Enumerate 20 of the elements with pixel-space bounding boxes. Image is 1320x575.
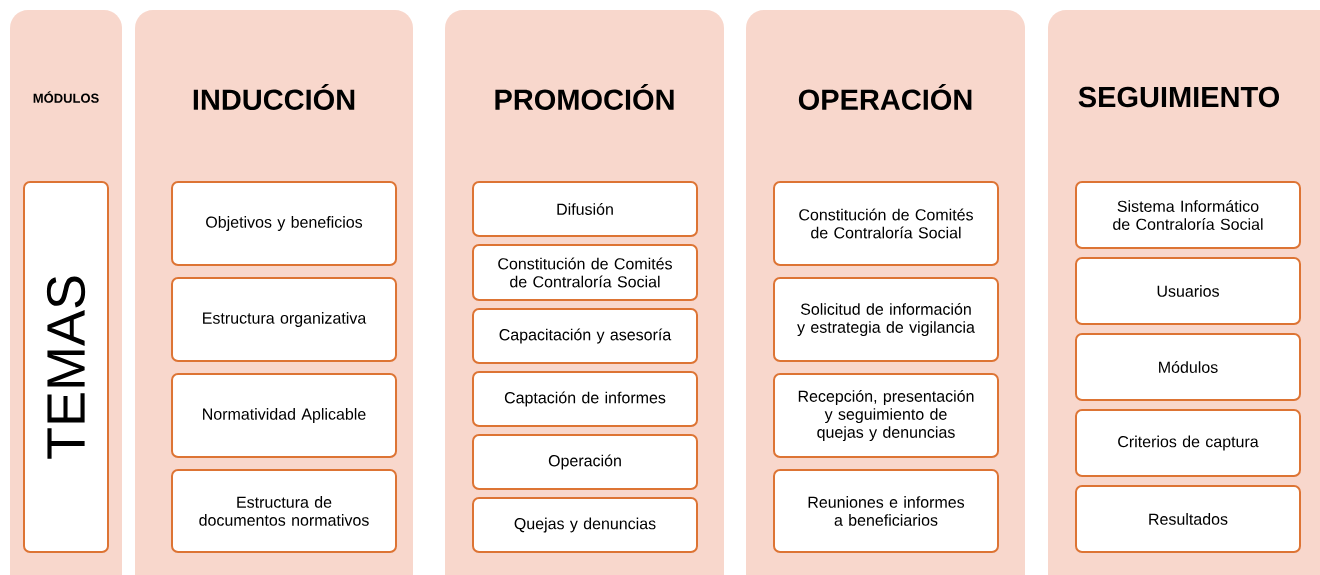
topic-box: Usuarios [1075, 257, 1301, 325]
topic-box: Constitución de Comités de Contraloría Social [773, 181, 999, 266]
topic-box: Operación [472, 434, 698, 490]
topic-box: Módulos [1075, 333, 1301, 401]
topic-box: Criterios de captura [1075, 409, 1301, 477]
topic-box: Captación de informes [472, 371, 698, 427]
topic-box: Capacitación y asesoría [472, 308, 698, 364]
topic-box: Constitución de Comités de Contraloría Social [472, 244, 698, 301]
topic-box: TEMAS [23, 181, 109, 553]
topic-box: Sistema Informático de Contraloría Social [1075, 181, 1301, 249]
topic-box: Normatividad Aplicable [171, 373, 397, 458]
topic-box: Estructura de documentos normativos [171, 469, 397, 553]
topic-box: Objetivos y beneficios [171, 181, 397, 266]
topic-box: Quejas y denuncias [472, 497, 698, 553]
topic-box: Solicitud de información y estrategia de vigilancia [773, 277, 999, 362]
topic-box: Difusión [472, 181, 698, 237]
topic-box: Resultados [1075, 485, 1301, 553]
topic-box: Recepción, presentación y seguimiento de quejas y denuncias [773, 373, 999, 458]
topic-box: Reuniones e informes a beneficiarios [773, 469, 999, 553]
topic-box: Estructura organizativa [171, 277, 397, 362]
